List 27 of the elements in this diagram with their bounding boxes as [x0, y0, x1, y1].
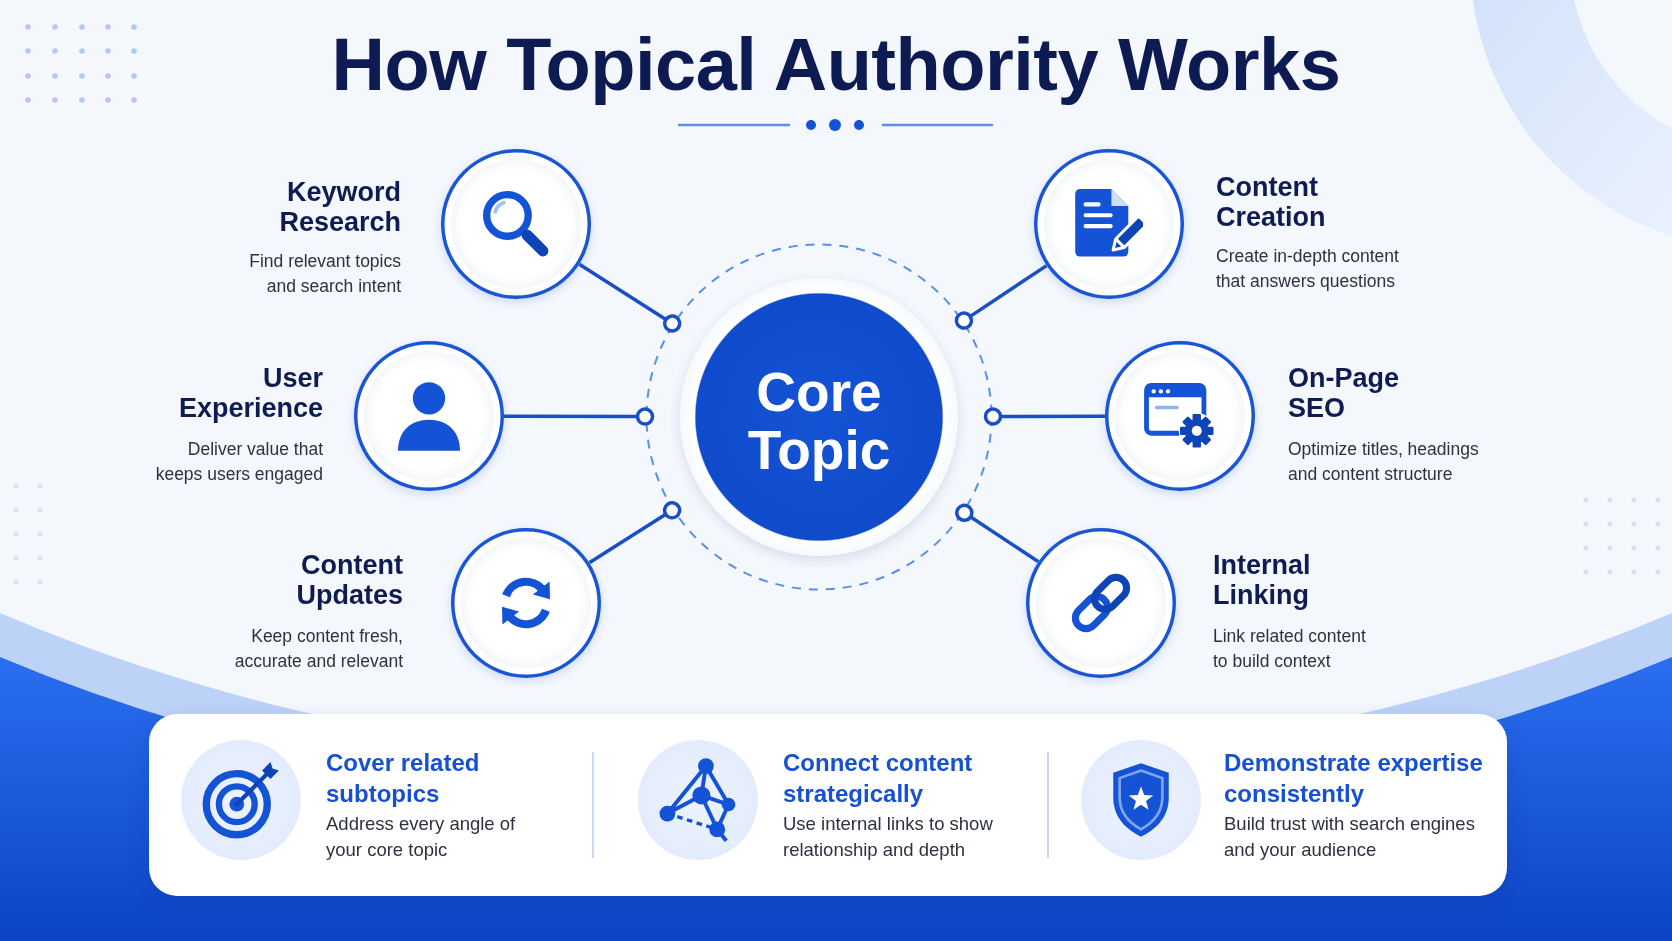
card-description: Use internal links to show relationship and depth: [783, 812, 994, 862]
connector-line: [955, 503, 1040, 564]
connector-line: [588, 501, 682, 565]
connector-line: [983, 407, 1105, 426]
card-description: Build trust with search engines and your audience: [1224, 812, 1476, 862]
feature-description: Optimize titles, headings and content structure: [1288, 438, 1480, 486]
feature-description: Find relevant topics and search intent: [248, 250, 401, 298]
card-heading: Demonstrate expertise consistently: [1224, 748, 1484, 809]
feature-description: Keep content fresh, accurate and relevant: [233, 625, 403, 673]
card-heading: Cover related subtopics: [326, 748, 481, 809]
connector-line: [578, 262, 682, 333]
feature-heading: User Experience: [177, 363, 323, 423]
card-heading: Connect content strategically: [783, 748, 974, 809]
feature-heading: Content Creation: [1216, 172, 1327, 232]
feature-description: Link related content to build context: [1213, 625, 1367, 673]
connector-line: [954, 264, 1048, 330]
feature-heading: Keyword Research: [278, 177, 401, 237]
feature-heading: Internal Linking: [1213, 550, 1312, 610]
feature-description: Create in-depth content that answers questions: [1216, 245, 1400, 293]
feature-description: Deliver value that keeps users engaged: [154, 438, 323, 486]
info-panel: [149, 714, 1507, 896]
core-topic-label: Core Topic: [747, 363, 891, 479]
feature-heading: On-Page SEO: [1288, 363, 1401, 423]
feature-heading: Content Updates: [295, 550, 403, 610]
dashed-ring: [645, 243, 993, 591]
card-description: Address every angle of your core topic: [326, 812, 517, 862]
connector-line: [504, 407, 655, 426]
